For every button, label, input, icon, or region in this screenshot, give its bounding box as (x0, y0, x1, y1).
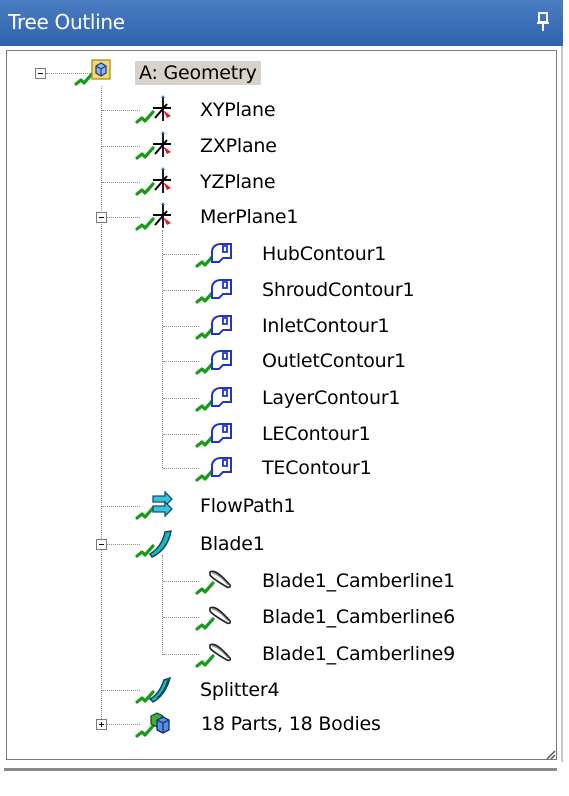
tree-guide-line (46, 73, 92, 74)
tree-guide-line (163, 581, 199, 582)
collapse-toggle-blade[interactable] (96, 539, 107, 550)
tree-node-layercontour[interactable]: LayerContour1 (262, 387, 401, 409)
panel-title: Tree Outline (8, 10, 125, 34)
tree-node-xyplane[interactable]: XYPlane (200, 99, 276, 121)
tree-node-camberline1[interactable]: Blade1_Camberline1 (262, 570, 456, 592)
tree-guide-line (107, 724, 140, 725)
panel-title-bar[interactable]: Tree Outline (0, 0, 563, 46)
resize-grip-icon[interactable] (546, 750, 556, 760)
tree-node-yzplane[interactable]: YZPlane (200, 171, 276, 193)
tree-node-blade[interactable]: Blade1 (200, 533, 265, 555)
camberline-icon (195, 643, 232, 668)
tree-node-parts[interactable]: 18 Parts, 18 Bodies (201, 713, 381, 735)
tree-guide-line (163, 468, 199, 469)
tree-node-root-geometry[interactable]: A: Geometry (135, 61, 261, 85)
tree-guide-line (163, 254, 199, 255)
tree-guide-line (102, 110, 140, 111)
contour-icon (195, 387, 232, 412)
plane-axes-icon (135, 95, 171, 124)
tree-node-flowpath[interactable]: FlowPath1 (200, 495, 296, 517)
tree-node-tecontour[interactable]: TEContour1 (262, 457, 372, 479)
contour-icon (195, 243, 232, 268)
tree-node-camberline9[interactable]: Blade1_Camberline9 (262, 643, 456, 665)
tree-guide-line (163, 654, 199, 655)
pin-icon[interactable] (534, 11, 552, 33)
contour-icon (195, 279, 232, 304)
tree-guide-line (163, 361, 199, 362)
tree-node-inletcontour[interactable]: InletContour1 (262, 315, 390, 337)
tree-node-zxplane[interactable]: ZXPlane (200, 135, 277, 157)
tree-guide-line (163, 290, 199, 291)
tree-node-shroudcontour[interactable]: ShroudContour1 (262, 279, 415, 301)
panel-bottom-area (0, 762, 563, 796)
contour-icon (195, 350, 232, 375)
plane-axes-icon (135, 131, 171, 160)
tree-node-splitter[interactable]: Splitter4 (200, 679, 280, 701)
panel-bottom-border (4, 768, 557, 771)
tree-node-outletcontour[interactable]: OutletContour1 (262, 350, 407, 372)
tree-node-hubcontour[interactable]: HubContour1 (262, 243, 387, 265)
tree-guide-line (163, 617, 199, 618)
blade-icon (135, 530, 172, 558)
tree-guide-line (102, 182, 140, 183)
splitter-icon (135, 676, 172, 704)
tree-guide-line (162, 555, 163, 655)
tree-guide-line (101, 86, 102, 721)
flowpath-arrows-icon (135, 490, 173, 520)
tree-guide-line (162, 230, 163, 468)
tree-guide-line (102, 690, 140, 691)
geometry-folder-icon (74, 59, 111, 86)
tree-guide-line (107, 544, 140, 545)
expand-toggle-parts[interactable] (96, 719, 107, 730)
contour-icon (195, 423, 232, 448)
tree-guide-line (102, 146, 140, 147)
plane-axes-icon (135, 202, 171, 231)
tree-guide-line (163, 434, 199, 435)
tree-node-merplane[interactable]: MerPlane1 (200, 206, 299, 228)
parts-bodies-icon (135, 712, 170, 738)
tree-node-lecontour[interactable]: LEContour1 (262, 423, 371, 445)
camberline-icon (195, 570, 232, 595)
tree-guide-line (163, 326, 199, 327)
plane-axes-icon (135, 167, 171, 196)
tree-view[interactable] (6, 50, 557, 760)
tree-guide-line (102, 506, 140, 507)
tree-node-camberline6[interactable]: Blade1_Camberline6 (262, 606, 456, 628)
camberline-icon (195, 606, 232, 631)
tree-guide-line (107, 217, 140, 218)
contour-icon (195, 315, 232, 340)
contour-icon (195, 457, 232, 482)
collapse-toggle-root[interactable] (35, 68, 46, 79)
panel-right-border (561, 46, 563, 796)
collapse-toggle-merplane[interactable] (96, 212, 107, 223)
tree-guide-line (163, 398, 199, 399)
